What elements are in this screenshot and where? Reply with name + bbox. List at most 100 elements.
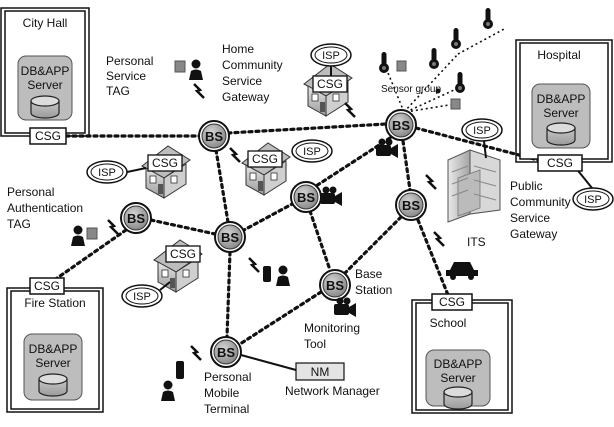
server-label: Server: [35, 356, 70, 370]
person-icon: [276, 265, 290, 286]
csg-label: CSG: [170, 247, 196, 261]
label-line: Monitoring: [304, 321, 360, 335]
label-line: Service: [106, 69, 146, 83]
city-hall-title: City Hall: [23, 16, 68, 30]
base-station: BS: [385, 109, 417, 141]
tag-square-icon: [86, 227, 98, 240]
csg-label: CSG: [439, 295, 465, 309]
network-manager: NM: [295, 362, 345, 381]
label-line: Gateway: [510, 227, 557, 241]
label-line: Personal: [106, 54, 153, 68]
public-gateway-label: Public Community Service Gateway: [510, 179, 571, 241]
phone-icon: [263, 266, 271, 282]
label-line: TAG: [7, 217, 31, 231]
base-station-label: Base Station: [355, 267, 392, 297]
csg-label: CSG: [35, 129, 61, 143]
fire-station-title: Fire Station: [24, 296, 85, 310]
bs-label: BS: [326, 278, 344, 293]
isp-label: ISP: [98, 167, 116, 179]
isp-left: ISP: [86, 160, 128, 184]
server-label: Server: [27, 78, 62, 92]
label-line: Tool: [304, 337, 326, 351]
isp-label: ISP: [322, 50, 340, 62]
network-manager-label: Network Manager: [285, 384, 380, 398]
camera-icon: [376, 138, 398, 158]
camera-icon: [334, 297, 356, 317]
isp-mid: ISP: [291, 139, 333, 163]
isp-label: ISP: [303, 146, 321, 158]
base-station: BS: [210, 336, 242, 368]
person-icon: [161, 380, 175, 401]
base-station: BS: [214, 221, 246, 253]
sensor-node-icon: [435, 88, 441, 94]
nm-label: NM: [311, 365, 330, 379]
label-line: Personal: [204, 370, 251, 384]
tag-square-icon: [174, 60, 186, 73]
label-line: Station: [355, 283, 392, 297]
database-icon: [38, 373, 68, 397]
bs-label: BS: [127, 211, 145, 226]
home-gateway-mid: CSG: [241, 142, 291, 196]
database-icon: [443, 386, 473, 410]
label-line: Personal: [7, 185, 54, 199]
csg-label: CSG: [547, 156, 573, 170]
server-label: Server: [440, 371, 475, 385]
label-line: TAG: [106, 84, 130, 98]
bs-label: BS: [297, 190, 315, 205]
personal-service-tag-label: Personal Service TAG: [106, 54, 153, 98]
public-gateway-building: [447, 149, 501, 223]
camera-icon: [320, 186, 342, 206]
home-gateway-top: CSG: [303, 63, 353, 117]
sensor-icon: [429, 48, 439, 69]
label-line: Terminal: [204, 402, 249, 416]
car-icon: [446, 262, 478, 280]
base-station: BS: [198, 120, 230, 152]
isp-label: ISP: [473, 125, 491, 137]
home-gateway-lower: CSG: [153, 239, 203, 293]
wireless-signal-icon: [343, 101, 357, 119]
home-gateway-left: CSG: [141, 145, 191, 199]
server-label: Server: [543, 106, 578, 120]
database-icon: [30, 95, 60, 119]
base-station: BS: [290, 181, 322, 213]
hospital: Hospital DB&APP Server CSG: [515, 39, 613, 172]
sensor-icon: [379, 52, 389, 73]
label-line: Public: [510, 179, 543, 193]
sensor-icon: [483, 8, 493, 29]
hospital-title: Hospital: [537, 48, 580, 62]
isp-right: ISP: [572, 187, 614, 211]
bs-label: BS: [205, 129, 223, 144]
home-gateway-label: Home Community Service Gateway: [222, 42, 283, 104]
isp-lower: ISP: [121, 284, 163, 308]
isp-label: ISP: [133, 291, 151, 303]
sensor-group-label: Sensor group: [381, 84, 441, 95]
wireless-signal-icon: [424, 173, 438, 191]
personal-auth-tag-label: Personal Authentication TAG: [7, 185, 83, 231]
isp-right-upper: ISP: [461, 118, 503, 142]
wireless-signal-icon: [228, 146, 242, 164]
label-line: Base: [355, 267, 383, 281]
server-label: DB&APP: [29, 342, 78, 356]
server-label: DB&APP: [21, 64, 70, 78]
bs-label: BS: [402, 198, 420, 213]
phone-icon: [176, 361, 184, 379]
label-line: Home: [222, 42, 254, 56]
personal-mobile-terminal-label: Personal Mobile Terminal: [204, 370, 251, 416]
wireless-signal-icon: [192, 82, 206, 100]
bs-label: BS: [221, 230, 239, 245]
isp-label: ISP: [584, 194, 602, 206]
label-line: Community: [510, 195, 571, 209]
sensor-icon: [451, 28, 461, 49]
wireless-signal-icon: [247, 256, 261, 274]
csg-label: CSG: [317, 77, 343, 91]
isp-top: ISP: [310, 43, 352, 67]
label-line: Service: [510, 211, 550, 225]
label-line: Community: [222, 58, 283, 72]
server-label: DB&APP: [434, 357, 483, 371]
label-line: Service: [222, 74, 262, 88]
wireless-signal-icon: [432, 230, 446, 248]
csg-label: CSG: [34, 279, 60, 293]
label-line: Authentication: [7, 201, 83, 215]
sensor-icon: [455, 72, 465, 93]
